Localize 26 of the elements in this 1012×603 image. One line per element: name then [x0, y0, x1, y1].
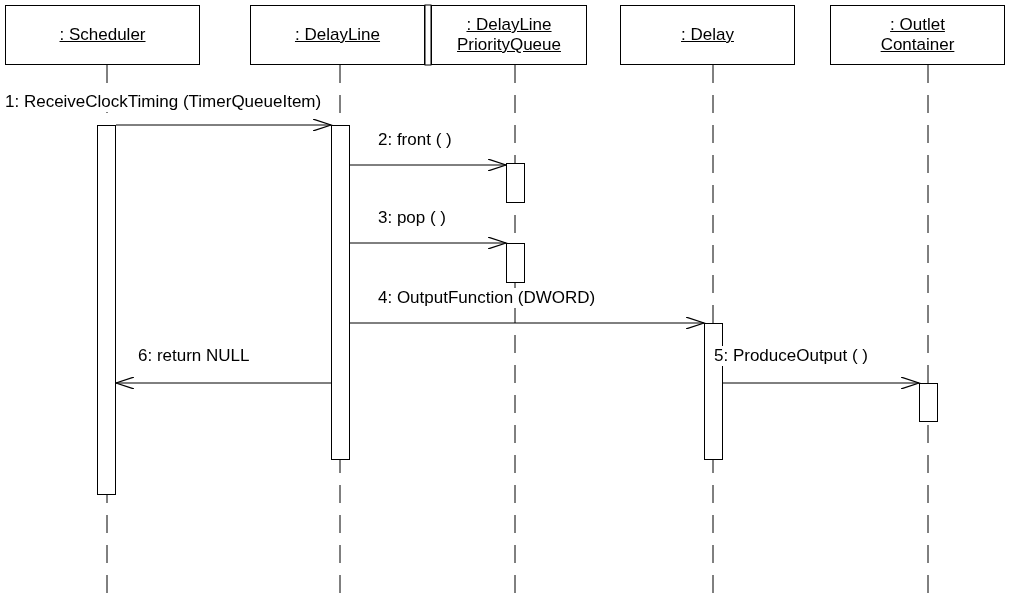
message-arrow [349, 316, 705, 330]
message-label: 1: ReceiveClockTiming (TimerQueueItem) [5, 92, 322, 112]
object-box [5, 5, 200, 65]
activation-bar [919, 383, 938, 422]
message-label: 4: OutputFunction (DWORD) [378, 288, 596, 308]
object-name: : Scheduler [59, 25, 146, 45]
message-arrow [349, 236, 507, 250]
message-label: 5: ProduceOutput ( ) [714, 346, 869, 366]
activation-bar [506, 163, 525, 203]
object-box [431, 5, 587, 65]
object-name: : Delay [681, 25, 734, 45]
object-name: : DelayLine PriorityQueue [456, 15, 562, 55]
message-arrow [722, 376, 920, 390]
activation-bar [506, 243, 525, 283]
object-box [830, 5, 1005, 65]
message-arrow [349, 158, 507, 172]
message-label: 2: front ( ) [378, 130, 452, 150]
object-name: : Outlet Container [879, 15, 956, 55]
message-arrow [115, 118, 332, 132]
message-arrow [115, 376, 332, 390]
object-box [620, 5, 795, 65]
object-box [250, 5, 425, 65]
activation-bar [97, 125, 116, 495]
object-name: : DelayLine [294, 25, 381, 45]
activation-bar [331, 125, 350, 460]
message-label: 3: pop ( ) [378, 208, 447, 228]
